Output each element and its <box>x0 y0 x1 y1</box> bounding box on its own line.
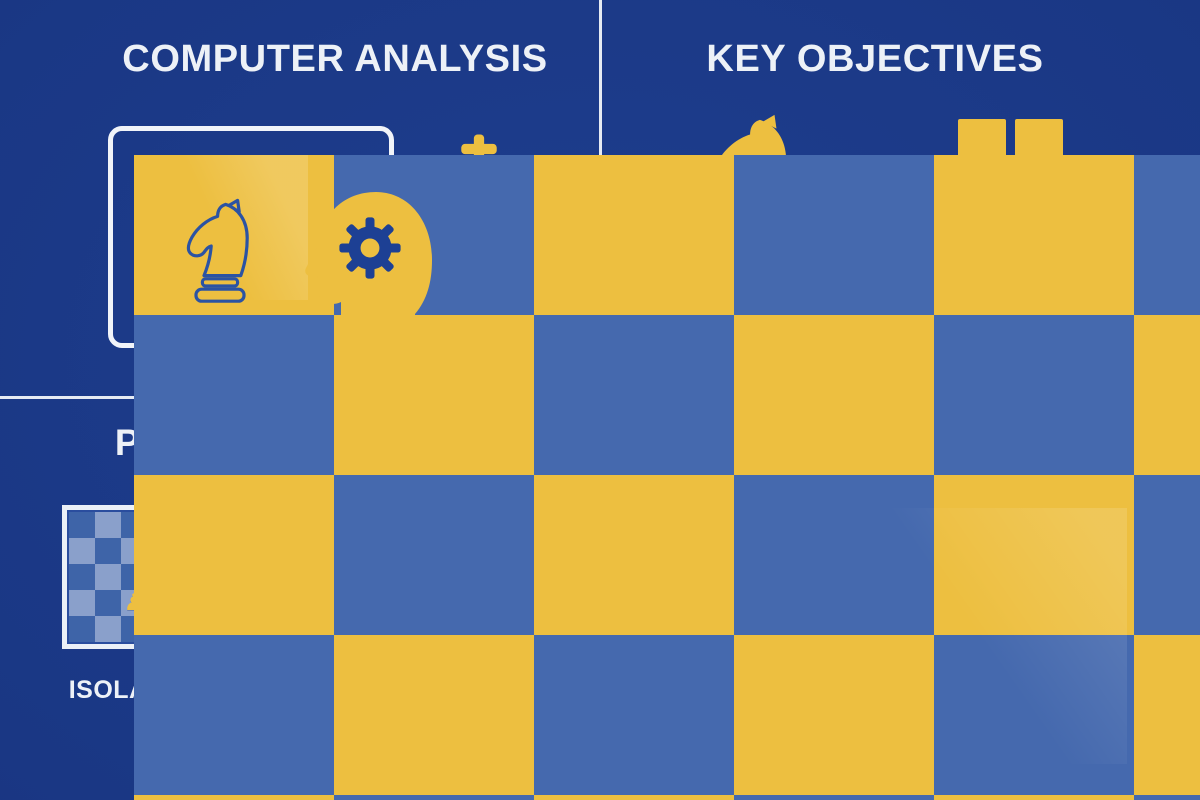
board-square <box>1134 795 1200 800</box>
board-square <box>69 564 95 590</box>
board-square <box>534 155 734 315</box>
board-square <box>334 635 534 795</box>
board-square <box>934 315 1134 475</box>
board-square <box>534 475 734 635</box>
board-square <box>69 538 95 564</box>
board-square <box>95 512 121 538</box>
board-square <box>734 795 934 800</box>
board-square <box>134 795 334 800</box>
knight-icon <box>186 198 249 303</box>
gear-icon <box>339 217 401 279</box>
board-square <box>134 635 334 795</box>
board-square <box>934 795 1134 800</box>
board-square <box>534 315 734 475</box>
board-square <box>734 155 934 315</box>
board-square <box>934 635 1134 795</box>
board-square <box>534 635 734 795</box>
board-square <box>734 475 934 635</box>
board-square <box>534 795 734 800</box>
board-square <box>69 590 95 616</box>
board-square <box>734 315 934 475</box>
board-square <box>334 475 534 635</box>
key-objectives-title: KEY OBJECTIVES <box>706 38 1044 80</box>
board-square <box>69 512 95 538</box>
board-square <box>134 315 334 475</box>
board-square <box>934 475 1134 635</box>
board-square <box>95 538 121 564</box>
board-square <box>69 616 95 642</box>
board-square <box>95 590 121 616</box>
board-square <box>734 635 934 795</box>
computer-analysis-title: COMPUTER ANALYSIS <box>122 38 548 80</box>
board-square <box>1134 475 1200 635</box>
board-square <box>1134 635 1200 795</box>
board-square <box>134 475 334 635</box>
board-square <box>934 155 1134 315</box>
screen-chessboard <box>134 155 1200 800</box>
board-square <box>334 795 534 800</box>
board-square <box>1134 315 1200 475</box>
board-square <box>1134 155 1200 315</box>
board-square <box>95 564 121 590</box>
board-square <box>95 616 121 642</box>
